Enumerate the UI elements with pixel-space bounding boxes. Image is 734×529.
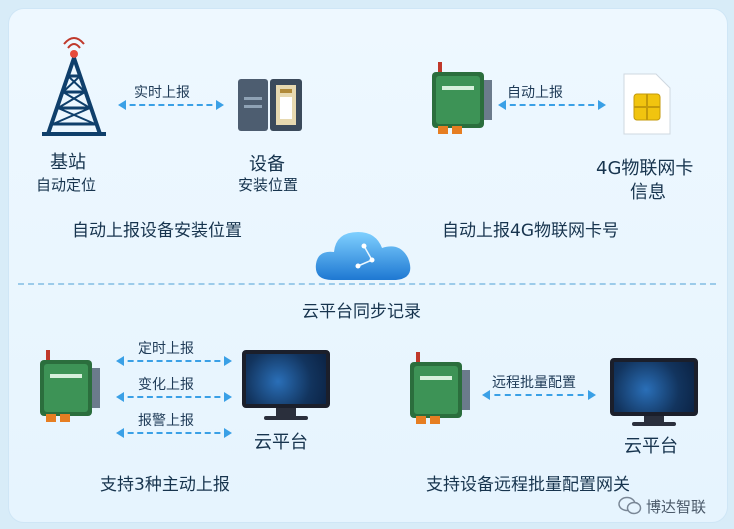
remote-config-arrow [482,390,596,400]
wechat-icon [618,496,642,515]
tower-subtitle: 自动定位 [36,176,97,194]
router-icon [410,352,470,424]
sim-info-line2: 信息 [630,182,666,203]
cloud-icon [315,232,411,280]
sim-card-icon [623,73,671,135]
realtime-report-arrow [118,100,224,110]
tower-icon [42,37,106,136]
section-divider [18,283,716,285]
cloud-sync-label: 云平台同步记录 [302,302,421,322]
monitor-stand [644,416,664,424]
device-box-icon [238,79,302,131]
router-icon [40,350,100,422]
timed-report-arrow [116,356,232,366]
tower-title: 基站 [50,152,86,173]
device-subtitle: 安装位置 [238,176,299,194]
monitor-icon [610,358,698,416]
router-icon [432,62,492,134]
watermark-text: 博达智联 [646,498,707,516]
alarm-report-label: 报警上报 [138,413,194,429]
alarm-report-arrow [116,428,232,438]
remote-config-label: 远程批量配置 [492,375,576,391]
platform-label-left: 云平台 [254,432,308,453]
monitor-base [264,416,308,420]
realtime-report-label: 实时上报 [134,85,190,101]
caption-auto-sim: 自动上报4G物联网卡号 [442,221,619,241]
monitor-base [632,422,676,426]
auto-report-label: 自动上报 [507,85,563,101]
monitor-icon [242,350,330,408]
device-title: 设备 [249,154,285,175]
monitor-stand [276,408,296,418]
caption-three-reports: 支持3种主动上报 [100,475,230,495]
platform-label-right: 云平台 [624,436,678,457]
caption-auto-location: 自动上报设备安装位置 [72,221,242,241]
timed-report-label: 定时上报 [138,341,194,357]
auto-report-arrow [498,100,606,110]
change-report-arrow [116,392,232,402]
change-report-label: 变化上报 [138,377,194,393]
sim-info-line1: 4G物联网卡 [596,158,694,179]
caption-remote-batch: 支持设备远程批量配置网关 [426,475,630,495]
